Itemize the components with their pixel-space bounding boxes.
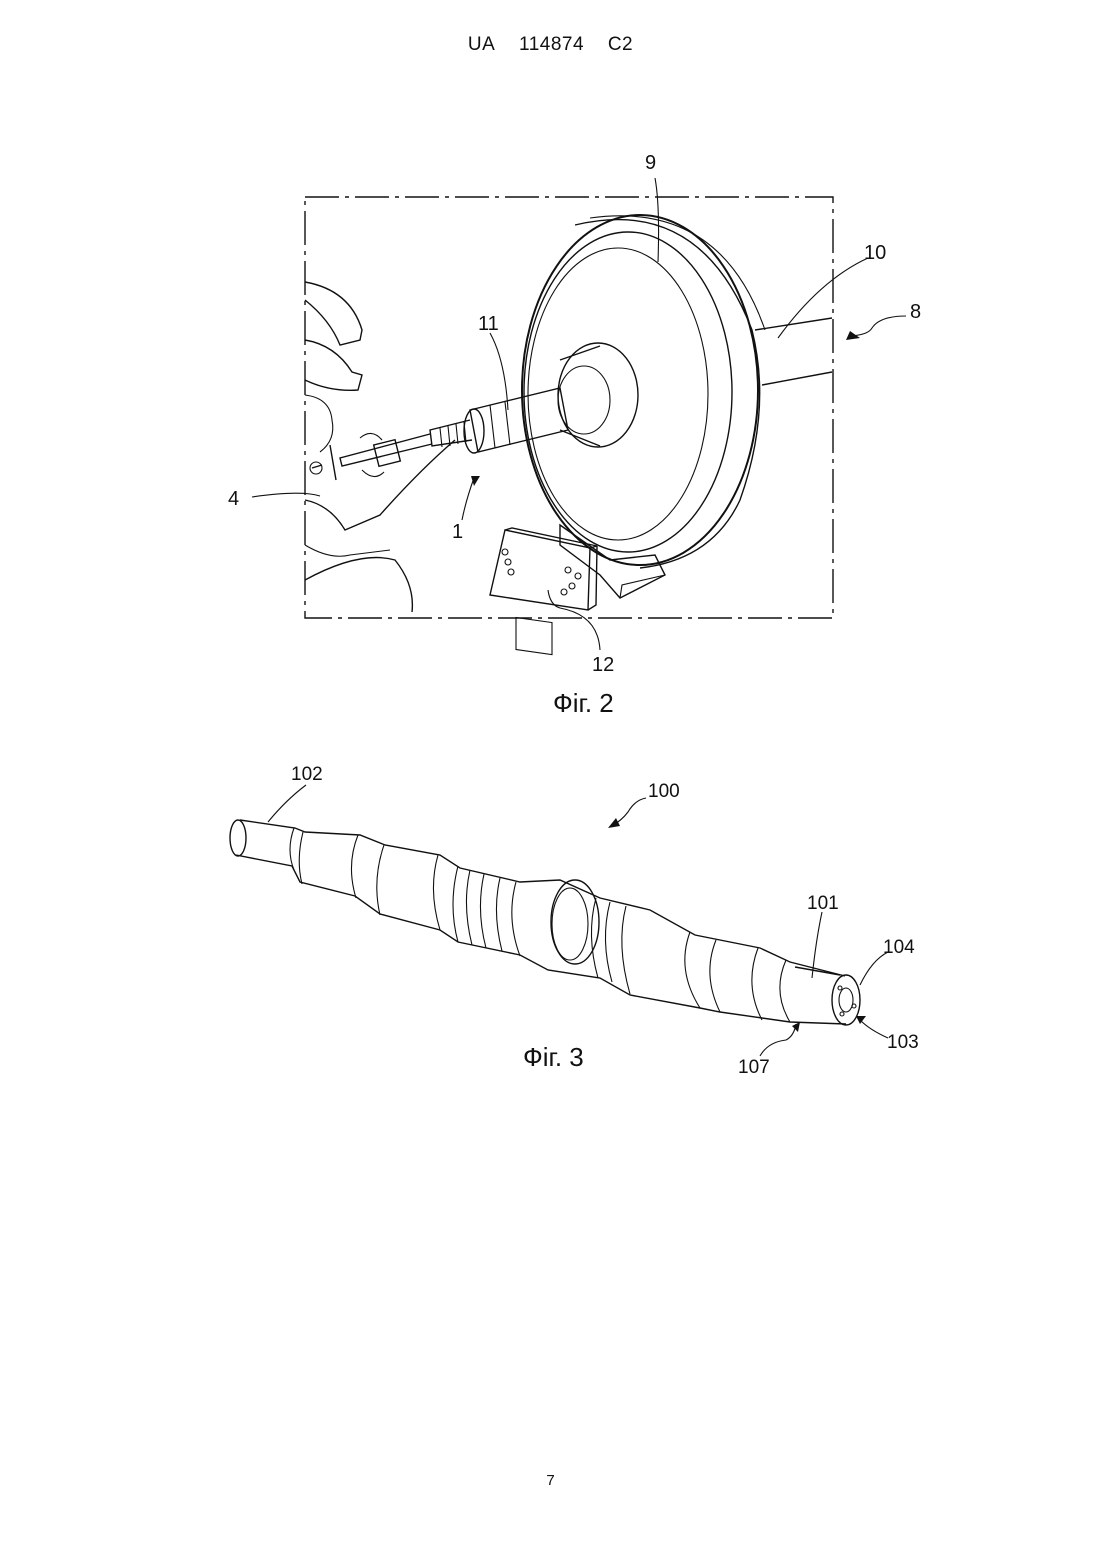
label-102: 102 [291,764,323,785]
label-103: 103 [887,1032,919,1053]
page-number: 7 [0,1472,1101,1489]
figure-2-caption: Фіг. 2 [553,688,614,719]
label-107: 107 [738,1057,770,1078]
label-101: 101 [807,893,839,914]
figure-3-caption: Фіг. 3 [523,1042,584,1073]
label-104: 104 [883,937,915,958]
label-100: 100 [648,781,680,802]
shaft-drawing [230,820,860,1025]
figure-3-leaders [268,785,888,1056]
